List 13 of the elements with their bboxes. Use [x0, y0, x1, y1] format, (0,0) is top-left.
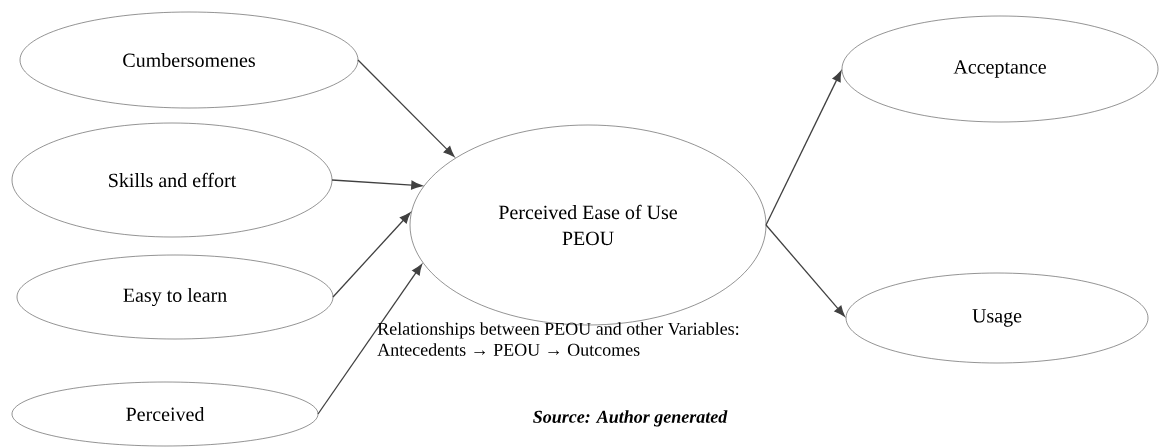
source-note: Source: Author generated: [533, 410, 728, 427]
arrow: [332, 212, 411, 298]
arrow: [357, 59, 455, 157]
arrow: [765, 224, 845, 317]
arrow: [317, 264, 423, 415]
ellipse-node: Easy to learn: [16, 254, 334, 340]
ellipse-node: Skills and effort: [11, 122, 333, 238]
ellipse-node: Perceived: [11, 381, 319, 447]
ellipse-node: Usage: [845, 272, 1149, 364]
ellipse-node: Cumbersomenes: [19, 11, 359, 109]
arrow: [765, 70, 842, 226]
ellipse-node: Acceptance: [841, 15, 1159, 123]
arrow: [331, 179, 423, 190]
